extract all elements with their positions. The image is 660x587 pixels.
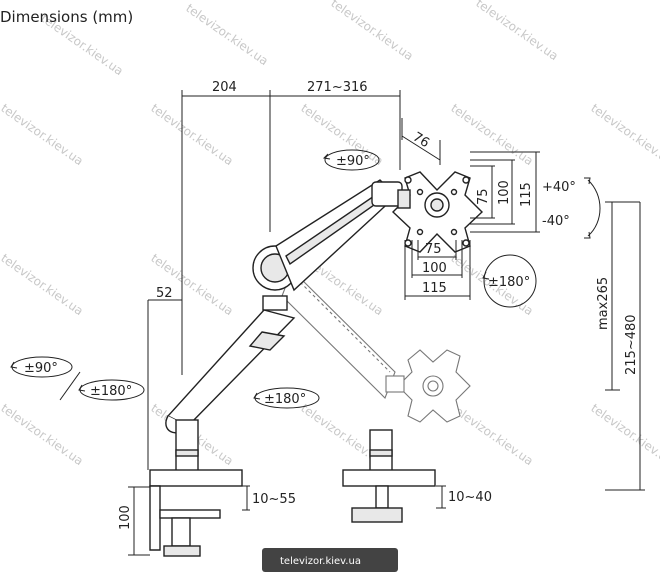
- rot-lower-rotate: ±180°: [90, 384, 132, 399]
- dim-vesa-max-v: 115: [519, 182, 534, 207]
- arm-lower-position: [281, 269, 471, 423]
- watermark-text: televizor.kiev.ua: [448, 101, 536, 168]
- plate-rotate-arrow: [482, 254, 537, 308]
- rot-plate-rotate: ±180°: [488, 275, 530, 290]
- dim-clamp-height: 100: [118, 505, 133, 530]
- grommet-base: [342, 469, 436, 523]
- plate-offset-dimension: [401, 118, 441, 165]
- watermark-text: televizor.kiev.ua: [328, 0, 416, 63]
- watermark-text: televizor.kiev.ua: [0, 401, 86, 468]
- dim-vesa-inner-v: 75: [476, 188, 491, 205]
- rot-tilt-down: -40°: [542, 214, 570, 229]
- base-swivel-arrow: [10, 356, 73, 378]
- watermark-text: televizor.kiev.ua: [448, 401, 536, 468]
- dim-grommet-thickness: 10~40: [448, 490, 492, 505]
- watermark-text: televizor.kiev.ua: [588, 401, 660, 468]
- rot-tilt-up: +40°: [542, 180, 576, 195]
- joint-rotate-arrow: [253, 387, 320, 409]
- footer-badge: televizor.kiev.ua: [262, 548, 398, 572]
- vesa-horizontal-dimensions: [404, 240, 471, 300]
- diagram-title: Dimensions (mm): [0, 8, 133, 26]
- dim-top-left: 204: [212, 80, 237, 95]
- rot-base-swivel: ±90°: [24, 361, 58, 376]
- upper-arm: [252, 179, 411, 292]
- pole-right: [369, 429, 393, 473]
- height-dimensions: [605, 201, 645, 491]
- watermark-text: televizor.kiev.ua: [473, 0, 561, 63]
- pole-offset-dimension: [147, 299, 182, 470]
- clamp-height-dimension: [128, 486, 150, 556]
- rotation-divider: [59, 371, 81, 401]
- watermark-text: televizor.kiev.ua: [148, 251, 236, 318]
- top-dimension-lines: [181, 90, 401, 375]
- lower-rotate-arrow: [78, 379, 145, 401]
- dim-top-right: 271~316: [307, 80, 368, 95]
- dim-vesa-max-h: 115: [422, 281, 447, 296]
- watermark-text: televizor.kiev.ua: [183, 1, 271, 68]
- rot-arm-swivel-top: ±90°: [336, 154, 370, 169]
- lower-arm: [165, 295, 296, 434]
- dim-vesa-outer-v: 100: [497, 180, 512, 205]
- watermark-text: televizor.kiev.ua: [0, 101, 86, 168]
- dim-clamp-thickness: 10~55: [252, 492, 296, 507]
- tilt-arrow: [584, 177, 601, 239]
- vesa-plate-top: [391, 171, 484, 253]
- dim-plate-offset: 76: [410, 130, 432, 151]
- watermark-text: televizor.kiev.ua: [588, 101, 660, 168]
- watermark-text: televizor.kiev.ua: [148, 101, 236, 168]
- dim-height-range: 215~480: [624, 314, 639, 375]
- footer-text: televizor.kiev.ua: [280, 556, 361, 567]
- grommet-thickness-dimension: [436, 485, 446, 509]
- vesa-vertical-dimensions: [470, 151, 540, 233]
- dim-height-max: max265: [596, 277, 611, 330]
- pole-left: [175, 419, 199, 473]
- watermark-text: televizor.kiev.ua: [0, 251, 86, 318]
- rot-joint-rotate: ±180°: [264, 392, 306, 407]
- dim-vesa-outer-h: 100: [422, 261, 447, 276]
- dim-vesa-inner-h: 75: [425, 242, 442, 257]
- dim-pole-offset: 52: [156, 286, 173, 301]
- clamp-thickness-dimension: [242, 485, 250, 511]
- swivel-arrow-top: [322, 149, 380, 171]
- clamp-base: [149, 469, 243, 557]
